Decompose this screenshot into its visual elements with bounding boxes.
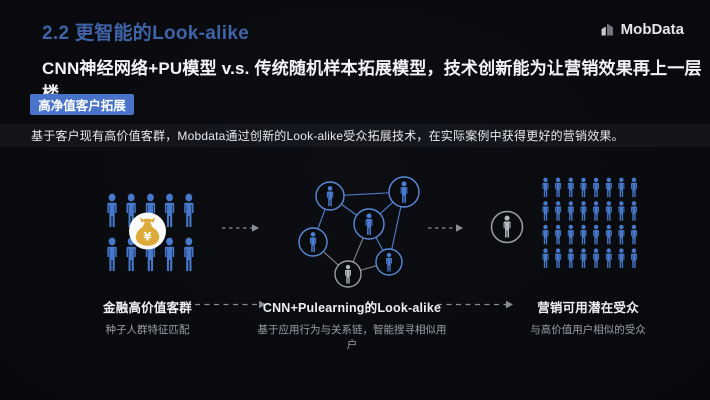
person-icon [145,193,156,228]
person-icon [580,248,587,268]
network-node [375,248,403,276]
expanded-audience-grid [542,177,638,268]
person-icon [618,224,625,245]
person-icon [542,177,549,198]
person-icon [326,186,334,207]
network-node [353,208,385,240]
person-icon [555,177,562,198]
person-icon [567,201,574,221]
person-icon [555,248,562,268]
step-title: 营销可用潜在受众 [537,301,639,315]
person-icon [631,224,638,245]
person-icon [503,215,511,238]
person-icon [593,201,600,221]
step-potential-audience: 营销可用潜在受众 与高价值用户相似的受众 [483,297,693,338]
mobdata-logo: MobData [599,21,684,38]
person-icon [184,193,194,228]
step-title: CNN+Pulearning的Look-alike [262,301,442,315]
person-icon [567,224,574,245]
dashed-arrow [428,224,463,232]
person-icon [365,213,373,235]
network-node [298,227,328,257]
person-icon [555,201,562,221]
person-icon [618,201,625,221]
person-icon [567,177,574,198]
person-icon [605,224,612,245]
person-icon [580,177,587,198]
person-icon [580,224,587,245]
bar-chart-logo-icon [601,23,613,36]
network-node [388,176,420,208]
person-icon [567,248,574,268]
person-icon [631,201,638,221]
step-seed-audience: 金融高价值客群 种子人群特征匹配 [45,297,250,338]
description-text: 基于客户现有高价值客群，Mobdata通过创新的Look-alike受众拓展技术… [31,129,624,143]
person-icon [386,252,392,272]
person-icon [309,232,317,253]
logo-text: MobData [620,21,684,38]
person-icon [164,237,175,272]
person-icon [593,248,600,268]
seed-audience-group [107,193,194,272]
person-icon [145,237,156,272]
person-icon [400,181,408,203]
person-icon [605,177,612,198]
person-icon [164,193,175,228]
headline: CNN神经网络+PU模型 v.s. 传统随机样本拓展模型，技术创新能为让营销效果… [42,59,702,103]
person-icon [593,224,600,245]
person-icon [184,237,194,272]
person-icon [605,201,612,221]
step-subtitle: 与高价值用户相似的受众 [530,324,646,336]
dashed-arrow [222,224,259,232]
person-icon [542,224,549,245]
svg-text:¥: ¥ [143,230,151,244]
person-icon [580,201,587,221]
person-icon [345,264,351,284]
network-node [315,181,345,211]
high-net-worth-badge: 高净值客户拓展 [30,94,134,115]
person-icon [631,177,638,198]
person-icon [126,237,136,272]
person-icon [107,237,117,272]
person-icon [618,177,625,198]
person-icon [107,193,117,228]
page-title: 2.2 更智能的Look-alike [42,23,250,44]
step-subtitle: 种子人群特征匹配 [105,324,190,336]
person-icon [618,248,625,268]
description-band: 基于客户现有高价值客群，Mobdata通过创新的Look-alike受众拓展技术… [0,124,710,147]
money-bag-yen-icon: ¥ [129,212,166,250]
person-icon [605,248,612,268]
person-icon [631,248,638,268]
step-subtitle: 基于应用行为与关系链，智能搜寻相似用户 [257,324,447,351]
network-node [334,260,362,288]
person-icon [593,177,600,198]
person-icon [126,193,136,228]
step-title: 金融高价值客群 [103,301,192,315]
person-icon [542,201,549,221]
step-lookalike-model: CNN+Pulearning的Look-alike 基于应用行为与关系链，智能搜… [247,297,457,352]
person-icon [555,224,562,245]
person-icon [542,248,549,268]
candidate-person-node [490,210,524,244]
network-graph [298,176,420,288]
